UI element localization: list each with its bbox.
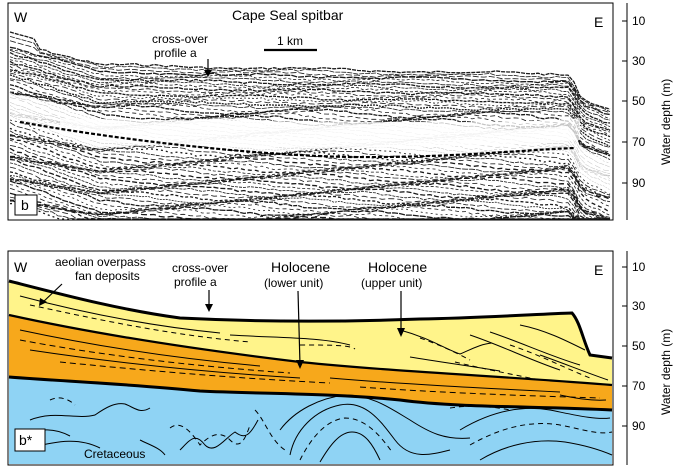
depth-tick-top: 30 bbox=[632, 54, 646, 68]
seismic-reflector bbox=[9, 151, 611, 220]
seismic-reflector bbox=[9, 147, 611, 220]
holocene-upper-arrow-head bbox=[397, 328, 405, 337]
seismic-reflector bbox=[9, 175, 610, 220]
seismic-reflector bbox=[9, 36, 611, 112]
crossover-arrow-head bbox=[204, 70, 212, 77]
seismic-reflector bbox=[9, 134, 611, 203]
depth-tick-bottom: 50 bbox=[632, 339, 646, 353]
seismic-reflector bbox=[9, 46, 611, 116]
seismic-reflector bbox=[9, 139, 611, 216]
seismic-reflector bbox=[9, 72, 611, 144]
depth-tick-bottom: 70 bbox=[632, 379, 646, 393]
seismic-reflector bbox=[9, 49, 611, 120]
crossover-arrow-head bbox=[205, 304, 213, 312]
holocene-upper-unit bbox=[9, 281, 612, 385]
seismic-reflector bbox=[9, 49, 611, 121]
seismic-reflector bbox=[9, 74, 611, 148]
seismic-reflector bbox=[9, 155, 611, 220]
panel-title: Cape Seal spitbar bbox=[232, 7, 344, 23]
scale-bar-bg bbox=[263, 32, 318, 48]
seismic-reflector bbox=[9, 88, 611, 155]
crossover-label-line2: profile a bbox=[154, 46, 197, 60]
crossover-label-line1: cross-over bbox=[172, 261, 228, 275]
holocene-upper-label-line1: Holocene bbox=[368, 259, 427, 275]
depth-axis-top: 10 30 50 70 90 Water depth (m) bbox=[622, 3, 673, 220]
seismic-reflector bbox=[9, 84, 611, 156]
interpreted-reflectors bbox=[19, 295, 613, 463]
seismic-reflector bbox=[9, 59, 611, 131]
seismic-reflector bbox=[9, 177, 610, 220]
depth-tick-bottom: 30 bbox=[632, 299, 646, 313]
holocene-base-line bbox=[8, 375, 613, 412]
seabed-line bbox=[8, 279, 613, 360]
west-label: W bbox=[14, 259, 28, 275]
depth-axis-label-bottom: Water depth (m) bbox=[659, 329, 673, 415]
depth-tick-top: 90 bbox=[632, 176, 646, 190]
depth-axis-bottom: 10 30 50 70 90 Water depth (m) bbox=[622, 251, 673, 465]
seismic-reflections bbox=[9, 31, 611, 220]
panel-b-label: b bbox=[21, 197, 29, 213]
seismic-reflector bbox=[9, 156, 611, 220]
seismic-strong-reflector bbox=[19, 120, 576, 159]
holocene-lower-label-line2: (lower unit) bbox=[264, 276, 323, 290]
panel-b-star-label-box bbox=[14, 428, 46, 452]
depth-axis-label-top: Water depth (m) bbox=[659, 79, 673, 165]
aeolian-label-line2: fan deposits bbox=[75, 269, 140, 283]
holocene-lower-arrow-shaft bbox=[297, 290, 301, 366]
west-label: W bbox=[14, 9, 28, 25]
crossover-label-line2: profile a bbox=[174, 275, 217, 289]
crossover-label-line1: cross-over bbox=[152, 32, 208, 46]
depth-tick-top: 70 bbox=[632, 135, 646, 149]
seismic-reflector bbox=[10, 135, 611, 200]
seismic-reflector bbox=[9, 157, 610, 220]
seismic-reflector bbox=[9, 31, 611, 110]
depth-tick-top: 50 bbox=[632, 94, 646, 108]
seismic-reflector bbox=[9, 119, 611, 195]
holocene-lower-arrow-head bbox=[296, 360, 304, 369]
seismic-panel: W E Cape Seal spitbar cross-over profile… bbox=[7, 2, 673, 221]
seismic-reflector bbox=[9, 178, 610, 220]
holocene-upper-label-line2: (upper unit) bbox=[361, 276, 422, 290]
seismic-reflector bbox=[9, 40, 611, 114]
seismic-reflector bbox=[9, 199, 610, 220]
panel-b-label-box bbox=[14, 194, 38, 216]
panel-b-star-label: b* bbox=[19, 432, 33, 448]
east-label: E bbox=[594, 262, 603, 278]
aeolian-label-line1: aeolian overpass bbox=[55, 255, 146, 269]
depth-tick-bottom: 10 bbox=[632, 260, 646, 274]
seismic-reflector bbox=[9, 134, 611, 207]
holocene-lower-label-line1: Holocene bbox=[271, 259, 330, 275]
cretaceous-label: Cretaceous bbox=[84, 447, 145, 461]
seismic-reflector bbox=[9, 60, 611, 132]
depth-tick-top: 10 bbox=[632, 14, 646, 28]
interpretation-panel: W E aeolian overpass fan deposits cross-… bbox=[7, 250, 673, 466]
seismic-reflector bbox=[9, 66, 611, 135]
seismic-reflector bbox=[9, 133, 611, 200]
seismic-reflector bbox=[9, 171, 610, 220]
seismic-reflector bbox=[9, 79, 611, 153]
seismic-reflector bbox=[9, 127, 611, 198]
seismic-reflector bbox=[9, 130, 611, 198]
seismic-reflector bbox=[9, 56, 611, 128]
aeolian-arrow-head bbox=[39, 298, 47, 306]
aeolian-arrow-shaft bbox=[41, 283, 63, 304]
scale-label: 1 km bbox=[277, 34, 303, 48]
seismic-reflector bbox=[9, 69, 611, 138]
seismic-reflector bbox=[9, 70, 611, 141]
east-label: E bbox=[594, 14, 603, 30]
seismic-reflector bbox=[9, 52, 611, 124]
depth-tick-bottom: 90 bbox=[632, 419, 646, 433]
seismic-transparent-zone bbox=[60, 118, 580, 148]
